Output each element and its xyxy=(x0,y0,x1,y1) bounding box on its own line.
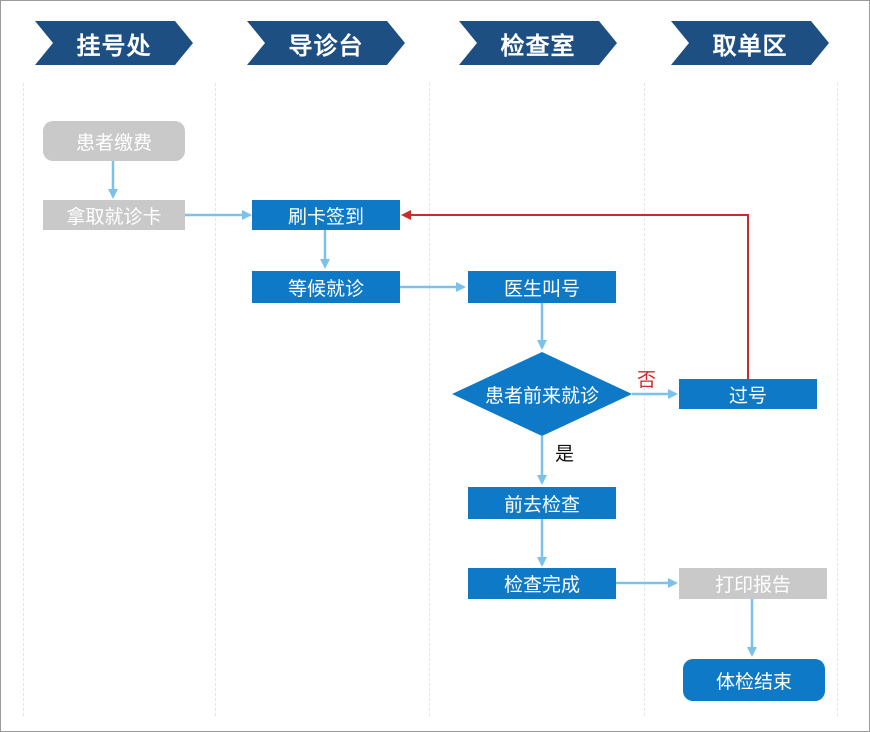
decision-label: 患者前来就诊 xyxy=(484,384,599,407)
node-wait: 等候就诊 xyxy=(252,271,400,303)
decision-diamond xyxy=(452,352,632,436)
lane-header-pickup-area: 取单区 xyxy=(671,21,829,65)
node-get-card: 拿取就诊卡 xyxy=(43,200,185,230)
node-exam-done: 检查完成 xyxy=(468,568,616,599)
lane-header-guide-desk: 导诊台 xyxy=(247,21,405,65)
node-exam-end: 体检结束 xyxy=(683,659,825,701)
node-doctor-call: 医生叫号 xyxy=(468,271,616,303)
lane-divider xyxy=(837,83,838,716)
arrow-skip-back-to-checkin xyxy=(401,210,749,380)
label-no: 否 xyxy=(637,369,657,391)
node-card-checkin: 刷卡签到 xyxy=(252,200,400,230)
node-skip: 过号 xyxy=(679,379,817,409)
node-go-exam: 前去检查 xyxy=(468,487,616,519)
lane-divider xyxy=(215,83,216,716)
lane-divider xyxy=(644,83,645,716)
lane-header-exam-room: 检查室 xyxy=(459,21,617,65)
node-patient-pay: 患者缴费 xyxy=(43,121,185,161)
lane-divider xyxy=(23,83,24,716)
lane-header-registration: 挂号处 xyxy=(35,21,193,65)
label-yes: 是 xyxy=(555,443,575,465)
lane-divider xyxy=(429,83,430,716)
node-print-report: 打印报告 xyxy=(679,568,827,599)
